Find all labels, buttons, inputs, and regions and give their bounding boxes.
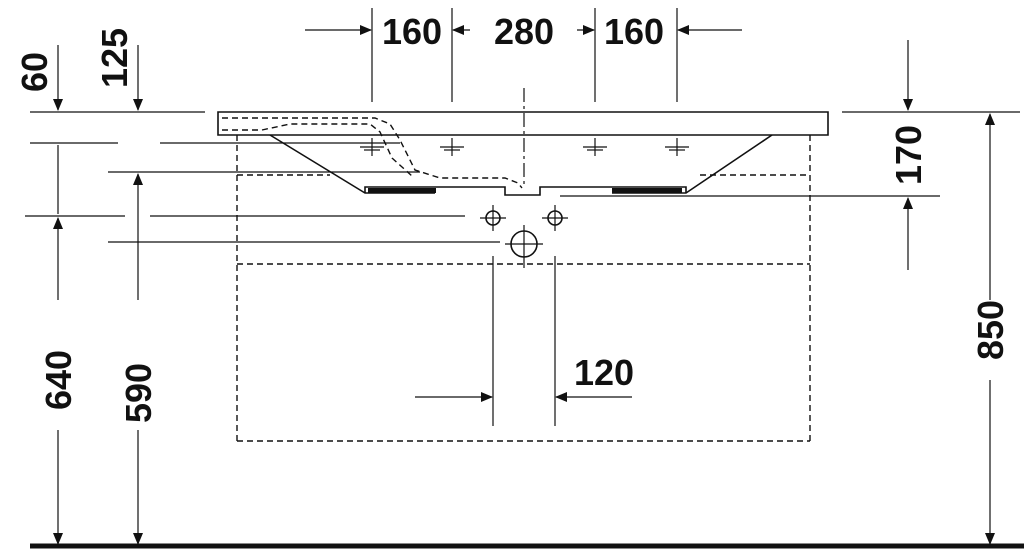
- right-dimensions: 170 850: [560, 40, 1020, 545]
- dim-170: 170: [888, 125, 929, 185]
- dim-tap-center: 280: [494, 11, 554, 52]
- dim-640: 640: [38, 350, 79, 410]
- left-height-dimensions: 640 590: [25, 145, 500, 545]
- dim-60: 60: [14, 52, 55, 92]
- tap-hole-marks: [360, 138, 689, 156]
- washbasin-body: [217, 111, 829, 196]
- tap-hole-3-icon: [583, 138, 607, 156]
- top-dimension-chain: 160 280 160: [305, 8, 742, 102]
- dim-tap-left: 160: [382, 11, 442, 52]
- dim-tap-right: 160: [604, 11, 664, 52]
- dim-120: 120: [574, 352, 634, 393]
- tap-hole-4-icon: [665, 138, 689, 156]
- tap-hole-2-icon: [440, 138, 464, 156]
- dim-125: 125: [94, 28, 135, 88]
- connection-points: [480, 205, 568, 268]
- dim-850: 850: [970, 300, 1011, 360]
- left-top-dimensions: 60 125: [14, 28, 400, 144]
- drain-spacing-dimension: 120: [415, 256, 634, 426]
- vanity-unit-outline: [236, 135, 811, 442]
- tap-hole-1-icon: [360, 138, 384, 156]
- dim-590: 590: [118, 363, 159, 423]
